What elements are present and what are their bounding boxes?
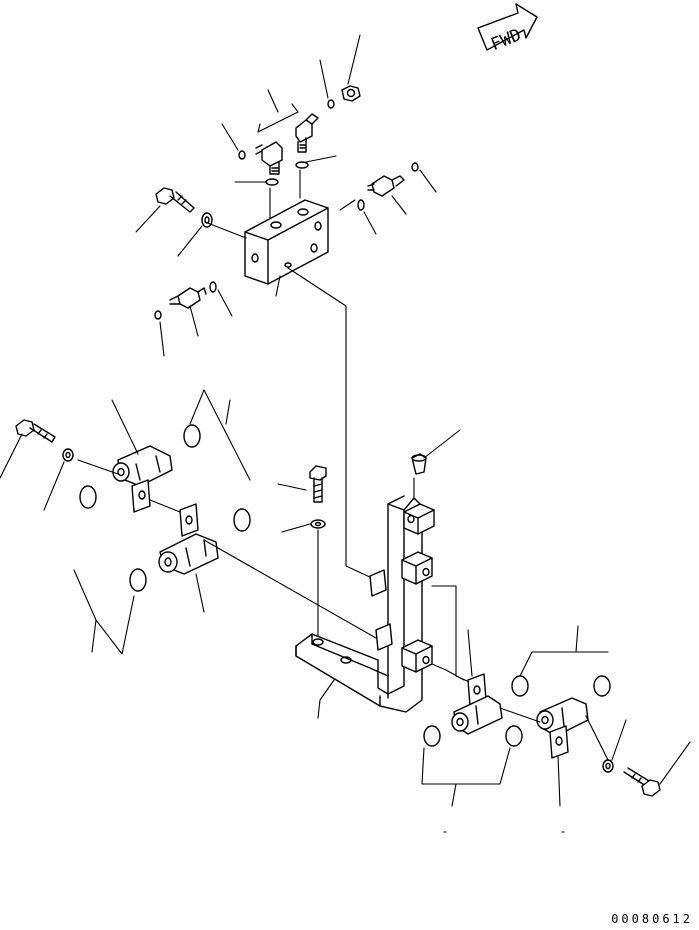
hose-line-lower xyxy=(431,663,465,681)
elbow-fitting-left xyxy=(255,141,283,175)
main-bracket xyxy=(295,495,423,713)
hose-link-washer xyxy=(585,715,609,761)
leader-cap xyxy=(423,429,461,459)
o-rings-top xyxy=(154,99,419,320)
leader-bolt-center xyxy=(277,483,307,491)
washer-left xyxy=(62,448,74,462)
clamp-right-left xyxy=(451,673,503,735)
fwd-arrow: FWD xyxy=(477,3,538,55)
hose-link-right xyxy=(499,707,541,723)
fwd-label: FWD xyxy=(488,25,524,55)
elbow-fitting-right xyxy=(295,113,319,153)
clamp-left-lower xyxy=(158,503,219,575)
bolt-center xyxy=(309,465,327,503)
bolt-right xyxy=(623,767,661,797)
connector-right xyxy=(367,175,405,197)
o-rings-right xyxy=(423,675,611,747)
hex-nut xyxy=(341,85,361,102)
leader-lines-top xyxy=(135,34,437,357)
bolt-left xyxy=(15,419,56,443)
cap-top xyxy=(411,453,427,475)
washer-right xyxy=(602,759,614,773)
clip-top xyxy=(403,503,435,535)
leader-bracket xyxy=(317,679,335,719)
valve-block xyxy=(244,199,329,285)
leader-lines-left xyxy=(0,389,251,655)
washer-center xyxy=(310,519,326,529)
clamp-right-right xyxy=(536,697,589,759)
leader-lines-right xyxy=(421,625,691,833)
bolt-top xyxy=(155,187,195,213)
hose-line-left xyxy=(203,539,377,639)
o-rings-left xyxy=(79,424,251,592)
leader-washer-center xyxy=(281,523,311,533)
hose-line-top xyxy=(287,267,373,579)
hose-line-right xyxy=(431,585,475,685)
clamp-left-upper xyxy=(112,445,173,513)
drawing-number: 00080612 xyxy=(611,912,693,926)
clip-middle xyxy=(401,551,433,585)
connector-left xyxy=(169,287,207,309)
